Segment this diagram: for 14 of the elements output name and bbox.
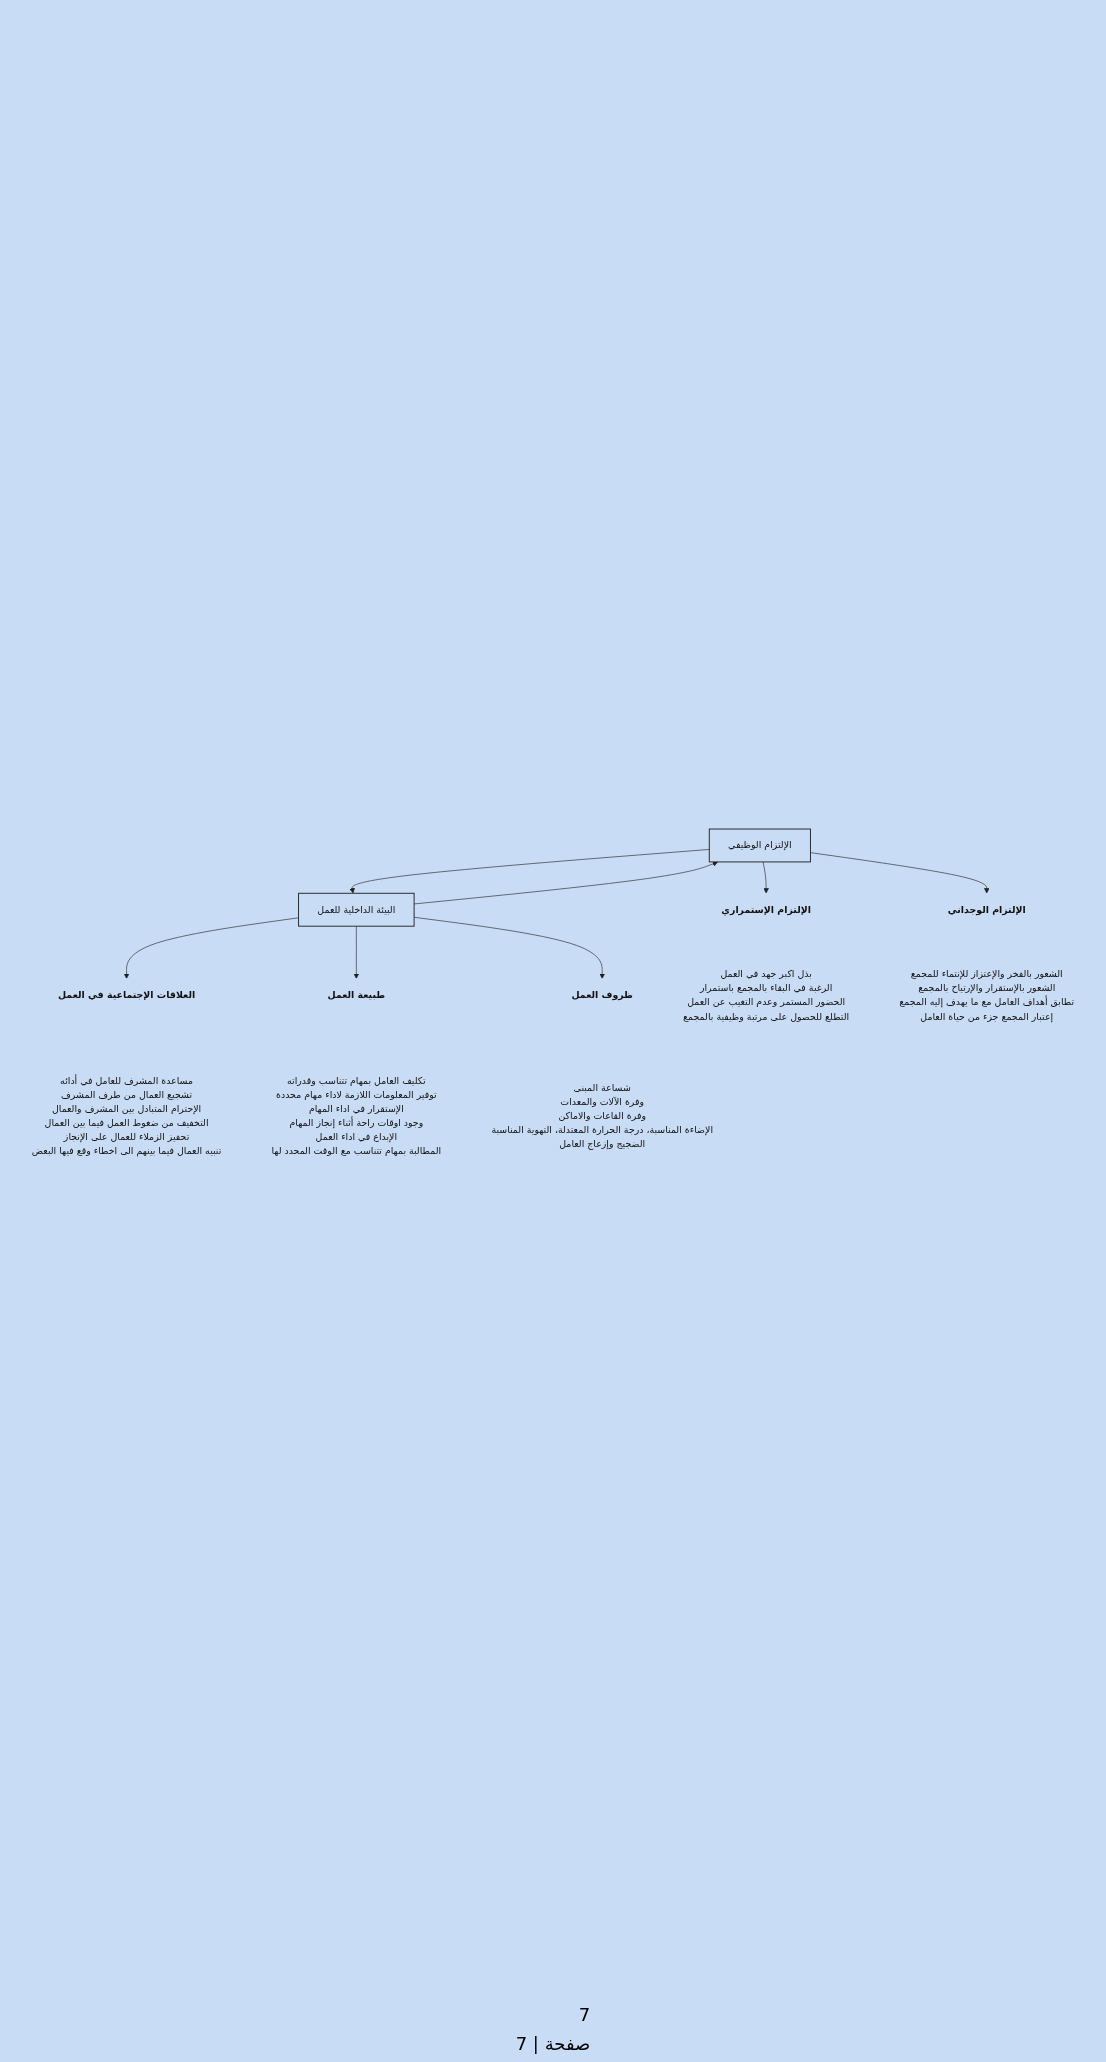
node-text: الإلتزام الوجداني	[947, 903, 1026, 915]
node-text: شساعة المبنى وفرة الآلات والمعدات وفرة القاعات والاماكن الإضاءة المناسبة، درجة الحرارة المعتدلة، التهوية المناسبة الضجيج وإزعاج العامل	[491, 1081, 713, 1150]
node-text: الإلتزام الإستمراري	[721, 903, 811, 915]
node-text: العلاقات الإجتماعية في العمل	[57, 989, 196, 1001]
node-box: الإلتزام الوظيفي	[708, 828, 811, 863]
node-text: طبيعة العمل	[327, 989, 386, 1001]
node-text: تكليف العامل بمهام تتناسب وقدراته توفير المعلومات اللازمة لاداء مهام محددة الإستقرار في اداء المهام وجود اوقات راحة أثناء إنجاز المهام الإبداع في اداء العمل المطالبة بمهام تتناسب مع الوقت المحدد لها	[271, 1074, 442, 1157]
node-text: مساعدة المشرف للعامل في أدائه تشجيع العمال من طرف المشرف الإحترام المتبادل بين المشرف والعمال التخفيف من ضغوط العمل فيما بين العمال تحفيز الزملاء للعمال على الإنجاز تنبيه العمال فيما بينهم الى اخطاء وقع فيها البعض	[31, 1074, 222, 1157]
page-number: 7	[577, 2004, 591, 2025]
page-number: صفحة | 7	[515, 2033, 591, 2054]
node-text: الشعور بالفخر والإعتزاز للإنتماء للمجمع الشعور بالإستقرار والإرتياح بالمجمع تطابق أهداف العامل مع ما يهدف إليه المجمع إعتبار المجمع جزء من حياة العامل	[899, 967, 1075, 1022]
node-text: ظروف العمل	[571, 989, 633, 1001]
node-box: البيئة الداخلية للعمل	[298, 892, 415, 927]
node-text: بذل اكبر جهد في العمل الرغبة في البقاء بالمجمع باستمرار الحضور المستمر وعدم التغيب عن العمل التطلع للحصول على مرتبة وظيفية بالمجمع	[683, 967, 850, 1022]
